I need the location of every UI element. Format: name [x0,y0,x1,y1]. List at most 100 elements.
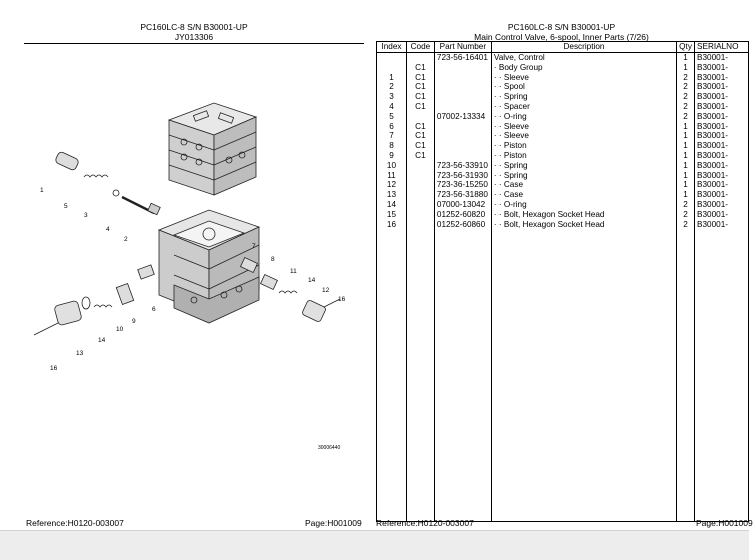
table-cell [405,160,435,171]
callout-11: 11 [290,268,297,275]
table-cell: 1 [676,150,696,161]
parts-list-pane: PC160LC-8 S/N B30001-UP Main Control Val… [374,0,753,530]
right-page: Page:H001009 [696,518,753,528]
table-cell [433,121,492,132]
table-cell: C1 [405,141,435,151]
callout-14-right: 14 [308,277,316,284]
table-cell: 2 [676,209,696,220]
table-cell: B30001- [694,131,749,142]
table-cell: C1 [405,121,435,132]
parts-table: Index Code Part Number Description Qty S… [376,41,749,523]
table-cell [433,72,492,83]
table-cell [676,229,696,523]
table-cell [405,180,435,191]
table-cell: 07002-13334 [433,111,492,122]
table-cell: 723-56-33910 [433,160,492,171]
right-subtitle: Main Control Valve, 6-spool, Inner Parts… [474,32,649,42]
figure-code: 30006440 [318,445,340,451]
table-cell: · · Sleeve [490,131,678,142]
table-cell: · Body Group [490,62,678,73]
table-cell: B30001- [694,180,749,191]
table-cell [405,199,435,210]
callout-12: 12 [322,287,330,294]
table-cell [490,229,678,523]
table-cell: 2 [676,219,696,230]
callout-2: 2 [124,236,128,243]
right-title: PC160LC-8 S/N B30001-UP [507,22,616,32]
table-cell: C1 [405,82,435,93]
table-cell: · · Spacer [490,101,678,112]
table-cell: 13 [376,190,407,200]
callout-16-left: 16 [50,365,58,372]
table-cell: C1 [405,131,435,142]
table-cell: C1 [405,150,435,161]
table-cell: 6 [376,121,407,132]
callout-14-left: 14 [98,337,106,344]
table-cell: 2 [676,111,696,122]
table-cell [376,52,407,63]
table-cell: 9 [376,150,407,161]
table-cell: B30001- [694,92,749,102]
viewer-bottom-bar [0,530,749,560]
table-cell: 2 [676,199,696,210]
table-cell: 2 [676,82,696,93]
table-cell: · · Sleeve [490,121,678,132]
table-header-row: Index Code Part Number Description Qty S… [376,41,749,53]
table-cell: 15 [376,209,407,220]
table-cell: Valve, Control [490,52,678,63]
table-cell [405,111,435,122]
table-cell: B30001- [694,170,749,181]
col-serialno: SERIALNO [694,41,749,53]
table-cell: 10 [376,160,407,171]
table-cell: 5 [376,111,407,122]
left-subtitle: JY013306 [174,32,214,42]
callout-16-right: 16 [338,296,346,303]
table-cell: 723-56-16401 [433,52,492,63]
table-cell: · · Spool [490,82,678,93]
left-header-rule [24,43,364,44]
col-code: Code [405,41,435,53]
table-cell: B30001- [694,141,749,151]
table-cell: 1 [676,131,696,142]
spool-assembly-left [55,151,161,216]
left-page: Page:H001009 [305,518,362,528]
callout-3: 3 [84,212,88,219]
table-cell: B30001- [694,72,749,83]
table-cell: 1 [676,52,696,63]
table-cell: 723-56-31930 [433,170,492,181]
table-cell [405,190,435,200]
valve-block-lower [157,209,261,324]
callout-6: 6 [152,306,156,313]
table-cell [405,229,435,523]
table-cell: 1 [676,121,696,132]
table-cell: C1 [405,72,435,83]
table-filler-row [376,229,749,523]
table-cell: C1 [405,101,435,112]
table-cell: 16 [376,219,407,230]
callout-10: 10 [116,326,124,333]
table-cell: · · Spring [490,170,678,181]
table-cell: · · Piston [490,150,678,161]
table-cell: B30001- [694,121,749,132]
table-cell: 1 [676,180,696,191]
col-description: Description [490,41,678,53]
spool-assembly-right [240,256,341,322]
table-cell [433,62,492,73]
callout-8: 8 [271,256,275,263]
table-cell: 01252-60820 [433,209,492,220]
table-cell: B30001- [694,199,749,210]
table-cell: · · Case [490,180,678,191]
table-cell: 2 [676,72,696,83]
